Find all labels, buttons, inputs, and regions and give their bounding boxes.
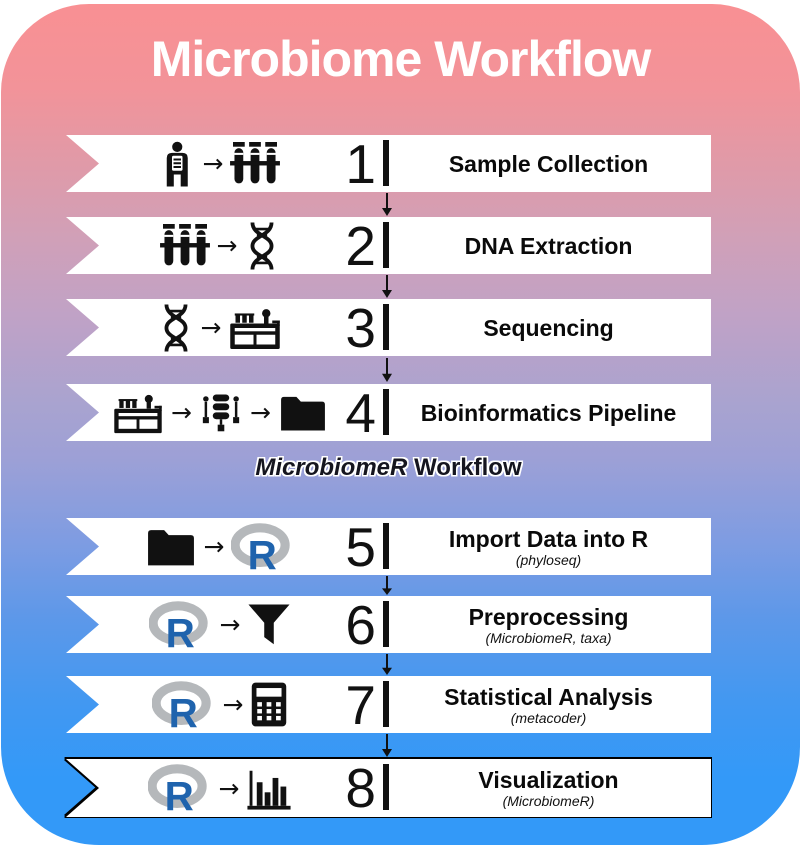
- arrow-down-icon: [380, 275, 394, 298]
- r-logo-icon: [149, 600, 213, 650]
- number-divider-bar: [383, 389, 389, 435]
- step-banner-6: → 6 Preprocessing (MicrobiomeR, taxa): [66, 596, 711, 653]
- step-icons: →: [100, 759, 340, 817]
- arrow-right-icon: →: [218, 773, 240, 803]
- step-ribbon: → 8 Visualization (MicrobiomeR): [66, 759, 711, 817]
- step-ribbon: → → 4 Bioinformatics Pipeline: [66, 384, 711, 441]
- step-number: 2: [345, 214, 376, 277]
- step-number: 1: [345, 132, 376, 195]
- arrow-down-icon: [380, 654, 394, 675]
- step-number: 5: [345, 515, 376, 578]
- step-banner-5: → 5 Import Data into R (phyloseq): [66, 518, 711, 575]
- number-divider-bar: [383, 523, 389, 569]
- step-icons: → →: [100, 384, 340, 441]
- arrow-right-icon: →: [250, 398, 271, 427]
- arrow-down-icon: [380, 358, 394, 382]
- step-icons: →: [100, 135, 340, 192]
- number-divider-bar: [383, 304, 389, 350]
- step-label: Import Data into R: [448, 525, 649, 552]
- database-network-icon: [199, 391, 243, 435]
- step-sublabel: (MicrobiomeR, taxa): [485, 629, 612, 646]
- step-number: 7: [345, 673, 376, 736]
- step-label: Statistical Analysis: [444, 683, 653, 710]
- step-ribbon: → 6 Preprocessing (MicrobiomeR, taxa): [66, 596, 711, 653]
- divider-package-name: MicrobiomeR: [255, 454, 408, 481]
- step-ribbon: → 5 Import Data into R (phyloseq): [66, 518, 711, 575]
- arrow-right-icon: →: [222, 690, 244, 719]
- step-label: Preprocessing: [468, 603, 629, 630]
- number-divider-bar: [383, 681, 389, 727]
- step-banner-2: → 2 DNA Extraction: [66, 217, 711, 274]
- test-tubes-icon: [160, 224, 210, 268]
- step-label: Sample Collection: [448, 150, 649, 177]
- arrow-right-icon: →: [216, 231, 238, 260]
- person-gut-icon: [160, 141, 196, 187]
- step-number: 6: [345, 593, 376, 656]
- arrow-right-icon: →: [171, 398, 192, 427]
- step-label: Bioinformatics Pipeline: [420, 399, 677, 426]
- arrow-right-icon: →: [203, 532, 225, 561]
- number-divider-bar: [383, 140, 389, 186]
- step-label: DNA Extraction: [464, 232, 633, 259]
- step-label: Sequencing: [483, 314, 614, 341]
- dna-icon: [158, 303, 194, 353]
- gradient-card: Microbiome Workflow → 1 Sample Collectio…: [1, 4, 800, 845]
- sequencer-icon: [112, 390, 164, 436]
- step-icons: →: [100, 518, 340, 575]
- step-ribbon: → 3 Sequencing: [66, 299, 711, 356]
- step-sublabel: (metacoder): [510, 709, 587, 726]
- number-divider-bar: [383, 222, 389, 268]
- number-divider-bar: [383, 764, 389, 810]
- step-icons: →: [100, 299, 340, 356]
- step-banner-7: → 7 Statistical Analysis (metacoder): [66, 676, 711, 733]
- step-banner-1: → 1 Sample Collection: [66, 135, 711, 192]
- step-icons: →: [100, 217, 340, 274]
- arrow-down-icon: [380, 576, 394, 595]
- arrow-down-icon: [380, 193, 394, 216]
- step-label: Visualization: [478, 767, 619, 793]
- step-ribbon: → 7 Statistical Analysis (metacoder): [66, 676, 711, 733]
- arrow-right-icon: →: [200, 313, 222, 342]
- step-icons: →: [100, 596, 340, 653]
- step-icons: →: [100, 676, 340, 733]
- arrow-right-icon: →: [219, 610, 241, 639]
- number-divider-bar: [383, 601, 389, 647]
- step-sublabel: (MicrobiomeR): [502, 793, 595, 809]
- step-banner-4: → → 4 Bioinformatics Pipeline: [66, 384, 711, 441]
- step-banner-8: → 8 Visualization (MicrobiomeR): [66, 759, 711, 817]
- step-number: 8: [345, 757, 376, 819]
- step-ribbon: → 2 DNA Extraction: [66, 217, 711, 274]
- arrow-down-icon: [380, 734, 394, 757]
- r-logo-icon: [148, 763, 212, 813]
- step-banner-3: → 3 Sequencing: [66, 299, 711, 356]
- step-ribbon: → 1 Sample Collection: [66, 135, 711, 192]
- arrow-right-icon: →: [202, 149, 224, 178]
- step-number: 4: [345, 381, 376, 444]
- r-logo-icon: [152, 680, 216, 730]
- step-sublabel: (phyloseq): [515, 551, 582, 568]
- page-title: Microbiome Workflow: [150, 31, 652, 87]
- folder-icon: [145, 527, 197, 567]
- divider-rest: Workflow: [414, 454, 522, 481]
- step-number: 3: [345, 296, 376, 359]
